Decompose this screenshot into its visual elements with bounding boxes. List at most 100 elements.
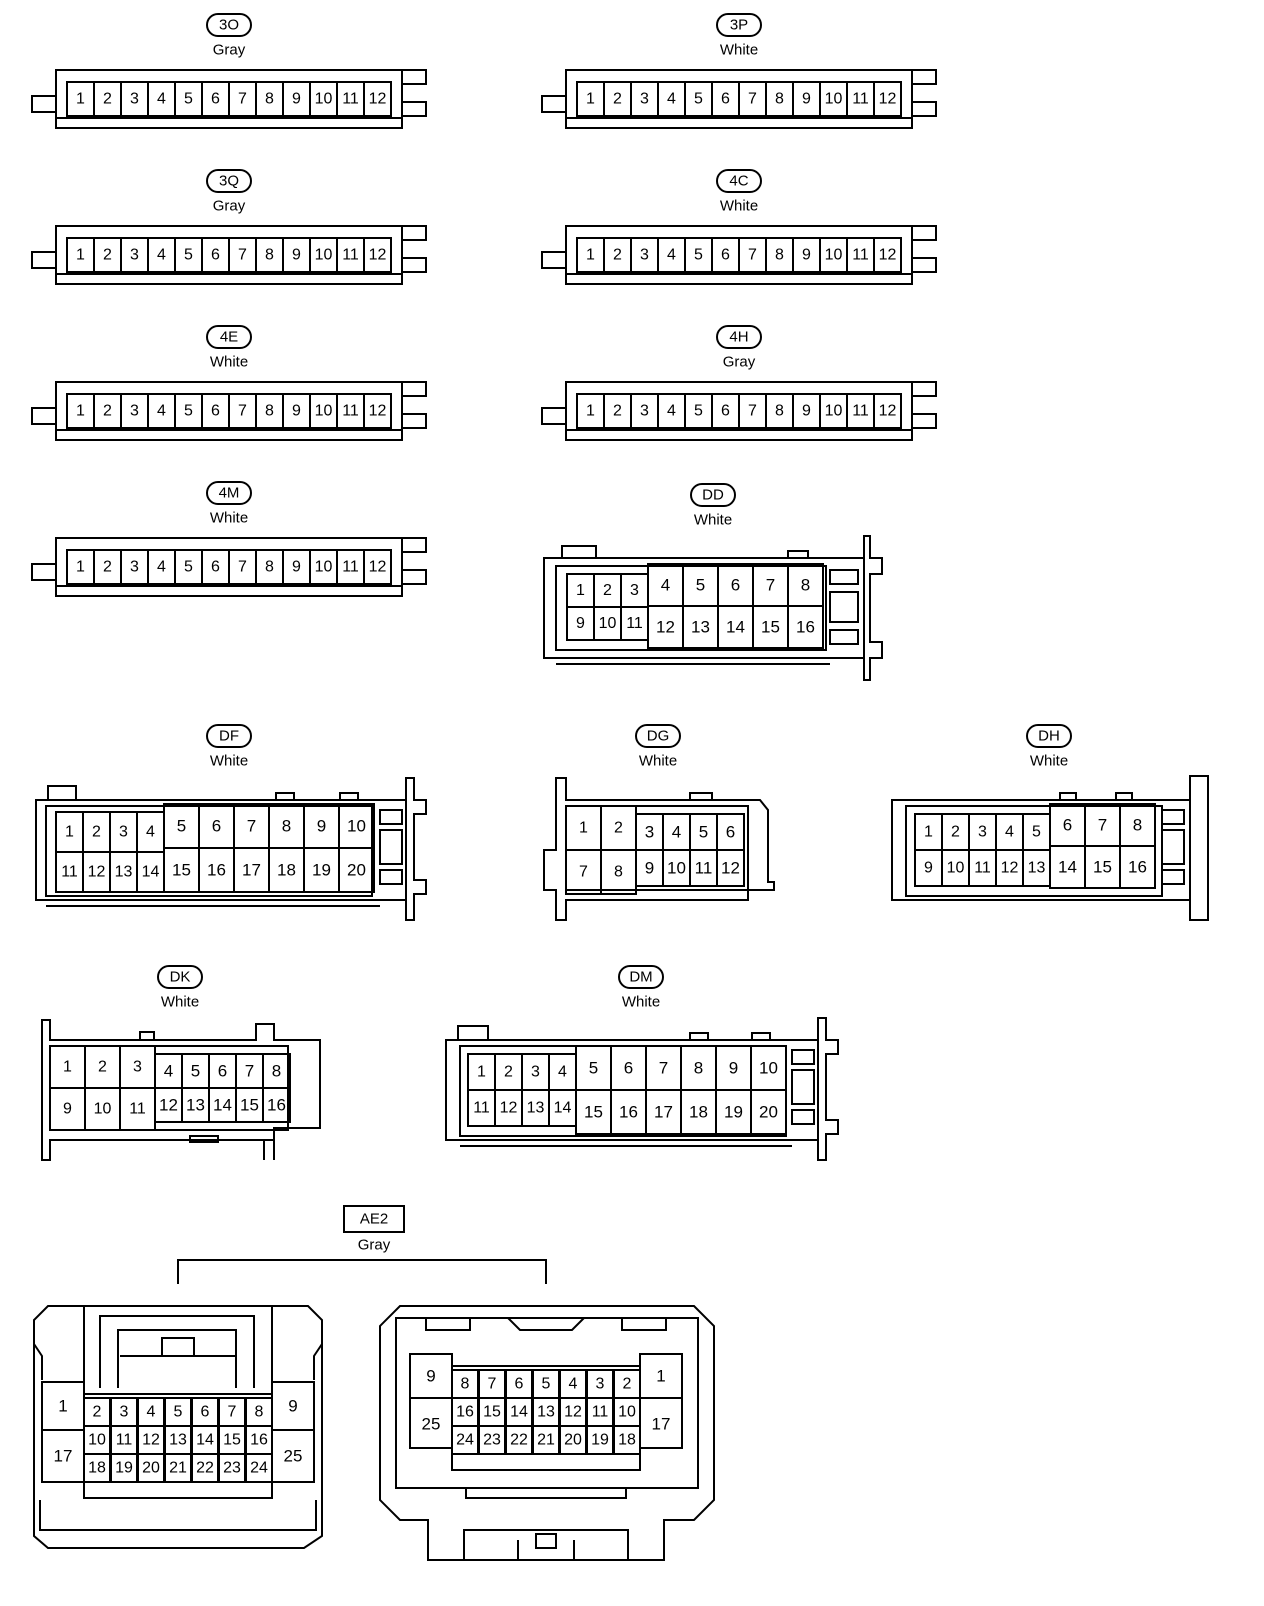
pin-number: 13 (691, 618, 710, 637)
connector-body (565, 69, 913, 129)
pin-number: 25 (284, 1447, 303, 1466)
connector-body (565, 225, 913, 285)
latch-tab (689, 792, 713, 801)
pin-number: 2 (103, 91, 112, 108)
latch-tab (401, 381, 427, 397)
pin-number: 9 (317, 817, 326, 836)
pin-number: 11 (116, 1432, 133, 1449)
connector-id: DF (219, 728, 239, 745)
pin-number: 2 (93, 1404, 102, 1421)
pin-number: 3 (596, 1376, 605, 1393)
pin-number: 11 (852, 247, 869, 264)
pin-number: 25 (422, 1415, 441, 1434)
connector-color: White (161, 994, 199, 1011)
pin-number: 8 (272, 1062, 281, 1081)
pin-number: 13 (186, 1096, 205, 1115)
pin-number: 14 (510, 1404, 528, 1421)
pin-number: 11 (852, 91, 869, 108)
connector-color: Gray (723, 354, 756, 371)
pin-number: 1 (656, 1367, 665, 1386)
pin-number: 1 (924, 824, 933, 841)
pin-number: 6 (1063, 816, 1072, 835)
connector-body (55, 537, 403, 597)
pin-number: 9 (924, 860, 933, 877)
latch-tab (621, 1317, 667, 1331)
pin-number: 6 (211, 247, 220, 264)
connector-id: DD (702, 487, 724, 504)
connector-id-badge (206, 724, 252, 748)
connector-body (55, 381, 403, 441)
bracket-line (177, 1259, 547, 1284)
pin-number: 16 (456, 1404, 474, 1421)
pin-number: 12 (500, 1100, 518, 1117)
latch-tab (541, 251, 566, 269)
pin-number: 2 (951, 824, 960, 841)
latch-tab (787, 550, 809, 559)
connector-id-badge (716, 13, 762, 37)
pin-number: 1 (586, 403, 595, 420)
pin-cell (245, 1453, 273, 1483)
pin-number: 12 (656, 618, 675, 637)
pin-number: 5 (174, 1404, 183, 1421)
pin-number: 6 (624, 1059, 633, 1078)
pin-number: 17 (54, 1447, 73, 1466)
pin-number: 11 (342, 403, 359, 420)
pin-number: 11 (626, 615, 643, 632)
connector-body (891, 799, 1191, 901)
pin-number: 6 (731, 576, 740, 595)
pin-number: 20 (759, 1103, 778, 1122)
pin-number: 12 (564, 1404, 582, 1421)
outline (517, 1540, 575, 1560)
pin-number: 8 (775, 91, 784, 108)
latch-tab (405, 777, 427, 921)
latch-tab (47, 785, 77, 800)
pin-number: 12 (1001, 860, 1019, 877)
pin-number: 10 (825, 247, 843, 264)
pin-number: 13 (115, 864, 133, 881)
pin-number: 11 (695, 859, 713, 878)
connector-id-box (343, 1205, 405, 1233)
pin-number: 4 (146, 824, 155, 841)
pin-number: 15 (1093, 858, 1112, 877)
latch-tab (1161, 809, 1185, 825)
pin-number: 4 (157, 91, 166, 108)
latch-tab (465, 1487, 627, 1499)
pin-number: 16 (207, 861, 226, 880)
pin-number: 23 (483, 1432, 501, 1449)
pin-number: 2 (103, 403, 112, 420)
connector-id-badge (206, 13, 252, 37)
latch-tab (541, 95, 566, 113)
pin-number: 4 (667, 403, 676, 420)
connector-id-badge (618, 965, 664, 989)
pin-number: 10 (347, 817, 366, 836)
pin-number: 20 (347, 861, 366, 880)
pin-number: 1 (58, 1397, 67, 1416)
pin-number: 6 (721, 247, 730, 264)
pin-number: 10 (667, 859, 686, 878)
pin-number: 4 (667, 91, 676, 108)
pin-number: 16 (267, 1096, 286, 1115)
pin-number: 4 (672, 823, 681, 842)
pin-number: 12 (369, 403, 387, 420)
connector-id-badge (690, 483, 736, 507)
pin-number: 5 (589, 1059, 598, 1078)
pin-number: 19 (724, 1103, 743, 1122)
pin-number: 13 (169, 1432, 187, 1449)
latch-tab (401, 69, 427, 85)
pin-number: 2 (613, 91, 622, 108)
connector-id: DM (629, 969, 652, 986)
pin-number: 10 (618, 1404, 636, 1421)
latch-tab (817, 1017, 839, 1161)
latch-tab (31, 563, 56, 581)
pin-number: 10 (88, 1432, 106, 1449)
pin-number: 4 (147, 1404, 156, 1421)
pin-number: 1 (63, 1059, 72, 1076)
pin-number: 2 (98, 1059, 107, 1076)
pin-number: 7 (488, 1376, 497, 1393)
